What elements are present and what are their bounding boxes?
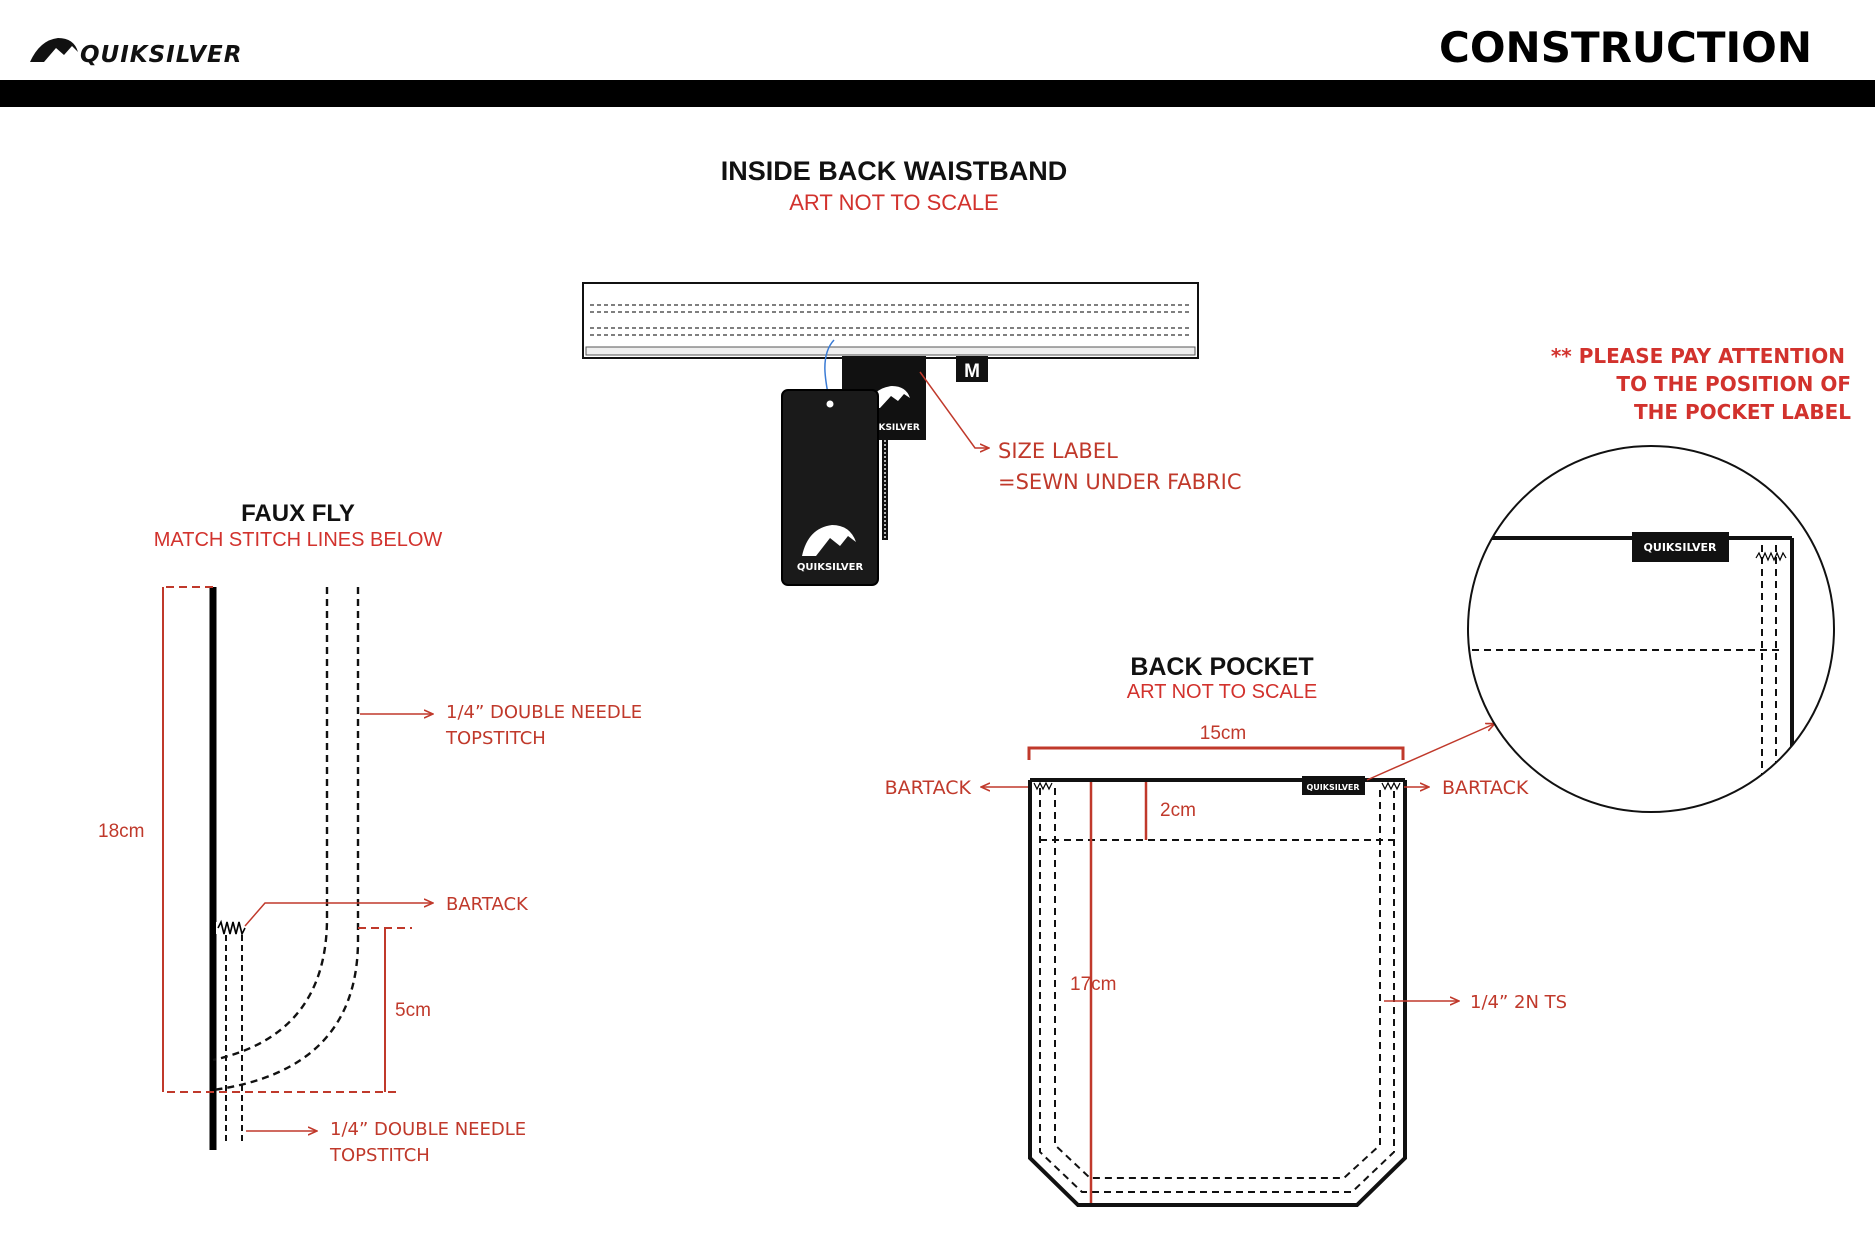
attention-note-line3: THE POCKET LABEL [1634, 400, 1851, 424]
brand-wordmark: QUIKSILVER [80, 42, 242, 68]
faux-fly-callout-bartack-label: BARTACK [446, 894, 529, 915]
size-label: QUIKSILVER [842, 356, 926, 540]
size-label-callout: SIZE LABEL =SEWN UNDER FABRIC [919, 371, 1242, 494]
attention-note-line2: TO THE POSITION OF [1616, 372, 1851, 396]
size-label-callout-line1: SIZE LABEL [998, 439, 1118, 463]
attention-note: ** PLEASE PAY ATTENTION TO THE POSITION … [1551, 344, 1851, 424]
detail-pocket-label-brand: QUIKSILVER [1644, 541, 1717, 554]
bartack-detail-mark [1755, 551, 1787, 562]
faux-fly-callout-bottom-line1: 1/4” DOUBLE NEEDLE [330, 1119, 526, 1140]
bartack-right-callout: BARTACK [1404, 777, 1529, 799]
bartack-right-mark [1381, 781, 1401, 791]
faux-fly-callout-bottom-line2: TOPSTITCH [329, 1145, 430, 1166]
faux-fly-drawing [209, 587, 360, 1150]
waistband-subtitle: ART NOT TO SCALE [789, 190, 998, 215]
faux-fly-callout-bottom: 1/4” DOUBLE NEEDLE TOPSTITCH [246, 1119, 526, 1166]
size-tag-text: M [964, 361, 980, 382]
pocket-label: QUIKSILVER [1302, 776, 1365, 795]
brand-logo: QUIKSILVER [30, 38, 242, 68]
topstitch-callout: 1/4” 2N TS [1384, 992, 1567, 1013]
faux-fly-callout-bartack: BARTACK [244, 894, 529, 927]
back-pocket-dim-height: 17cm [1070, 782, 1116, 1203]
waistband-section: INSIDE BACK WAISTBAND ART NOT TO SCALE M… [582, 156, 1242, 586]
hang-tag-brand: QUIKSILVER [797, 562, 864, 573]
faux-fly-dim-total-label: 18cm [98, 821, 144, 842]
back-pocket-dim-hem-label: 2cm [1160, 800, 1196, 821]
faux-fly-callout-top: 1/4” DOUBLE NEEDLE TOPSTITCH [360, 702, 642, 749]
faux-fly-dim-curve-label: 5cm [395, 1000, 431, 1021]
hang-tag: QUIKSILVER [781, 339, 879, 586]
faux-fly-section: FAUX FLY MATCH STITCH LINES BELOW 18cm 5… [98, 500, 642, 1166]
faux-fly-title: FAUX FLY [241, 500, 355, 527]
back-pocket-dim-width: 15cm [1027, 723, 1405, 760]
faux-fly-callout-top-line2: TOPSTITCH [445, 728, 546, 749]
bartack-right-label: BARTACK [1442, 777, 1529, 799]
waistband-drawing [582, 282, 1199, 359]
detail-pocket-label: QUIKSILVER [1632, 532, 1729, 562]
faux-fly-dim-curve: 5cm [358, 927, 431, 1092]
mountain-wave-icon [802, 525, 856, 556]
page-title: CONSTRUCTION [1439, 23, 1812, 72]
waistband-title: INSIDE BACK WAISTBAND [721, 156, 1068, 186]
back-pocket-dim-height-label: 17cm [1070, 974, 1116, 995]
bartack-left-callout: BARTACK [885, 777, 1028, 799]
back-pocket-subtitle: ART NOT TO SCALE [1127, 681, 1317, 703]
bartack-mark [216, 919, 246, 937]
bartack-left-label: BARTACK [885, 777, 972, 799]
size-label-brand: QUIKSILVER [860, 423, 920, 433]
topstitch-callout-label: 1/4” 2N TS [1470, 992, 1567, 1013]
faux-fly-callout-top-line1: 1/4” DOUBLE NEEDLE [446, 702, 642, 723]
zoom-pointer-line [1366, 724, 1494, 781]
back-pocket-dim-width-label: 15cm [1200, 723, 1246, 744]
pocket-detail-zoom: QUIKSILVER [1467, 445, 1835, 813]
pocket-label-brand: QUIKSILVER [1306, 783, 1359, 792]
attention-note-line1: ** PLEASE PAY ATTENTION [1551, 344, 1845, 368]
mountain-wave-icon [30, 38, 78, 62]
back-pocket-dim-hem: 2cm [1144, 782, 1196, 840]
back-pocket-title: BACK POCKET [1130, 653, 1313, 681]
header-bar [0, 80, 1875, 107]
back-pocket-drawing: QUIKSILVER [1028, 776, 1407, 1207]
size-tag: M [956, 356, 988, 382]
bartack-left-mark [1033, 781, 1053, 791]
faux-fly-dim-total: 18cm [98, 586, 400, 1093]
back-pocket-section: BACK POCKET ART NOT TO SCALE 15cm QUIKSI… [885, 653, 1567, 1207]
size-label-callout-line2: =SEWN UNDER FABRIC [998, 470, 1242, 494]
faux-fly-subtitle: MATCH STITCH LINES BELOW [154, 529, 443, 551]
